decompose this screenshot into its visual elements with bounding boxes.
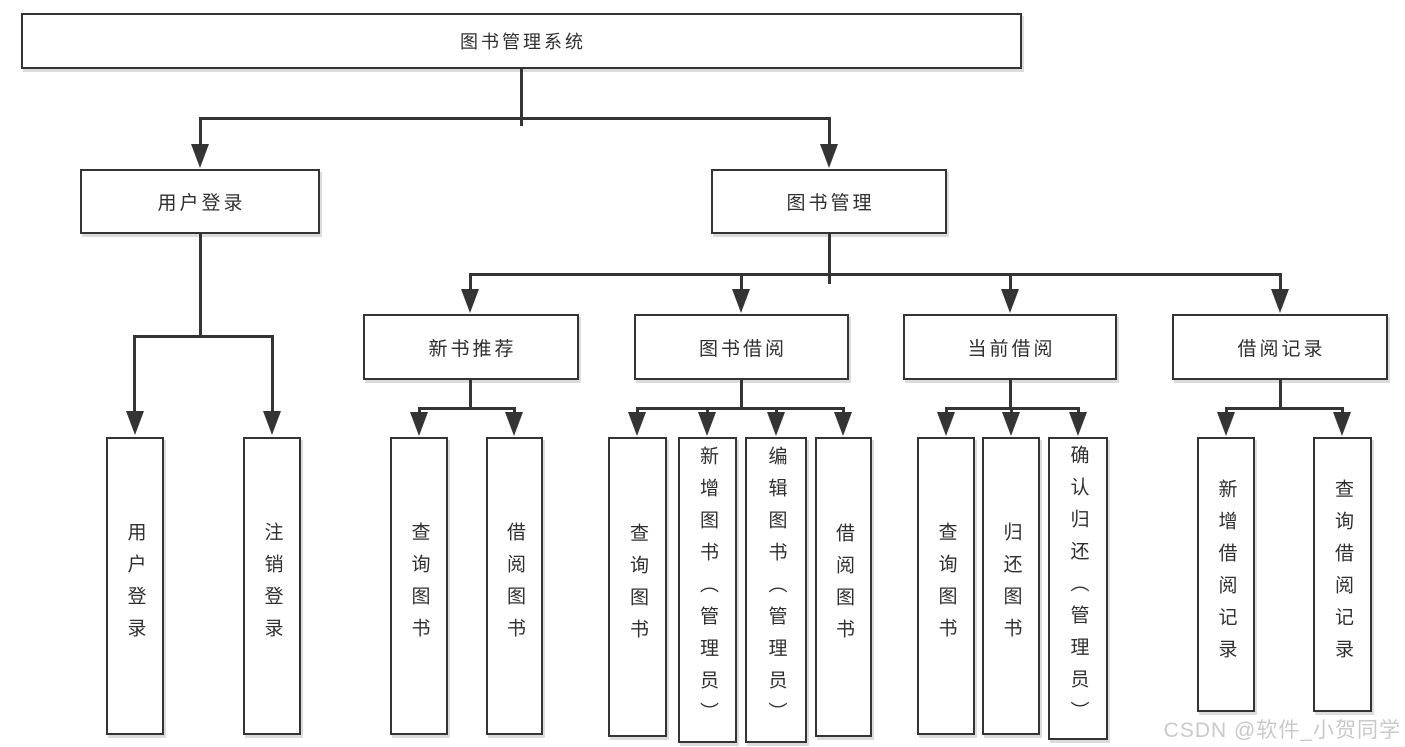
node-label: 用户登录: [157, 193, 246, 214]
arrow-down-icon: [263, 411, 281, 435]
connector-vline: [469, 380, 472, 409]
connector-vline: [271, 335, 274, 414]
node-current-borrow: 当前借阅: [903, 314, 1117, 380]
arrow-down-icon: [628, 412, 646, 436]
connector-vline: [706, 407, 709, 415]
arrow-down-icon: [1002, 412, 1020, 436]
connector-hline: [636, 407, 844, 410]
connector-vline: [1225, 407, 1228, 415]
leaf-edit-books-admin: 编辑图书（管理员）: [745, 437, 807, 743]
arrow-down-icon: [1333, 412, 1351, 436]
node-borrow-records: 借阅记录: [1172, 314, 1388, 380]
node-label: 查询借阅记录: [1332, 478, 1353, 671]
node-library-management-system: 图书管理系统: [21, 13, 1022, 69]
connector-vline: [740, 273, 743, 291]
node-label: 图书管理: [786, 193, 875, 214]
arrow-down-icon: [937, 412, 955, 436]
connector-vline: [1077, 407, 1080, 415]
node-label: 新书推荐: [428, 338, 517, 360]
connector-hline: [133, 335, 274, 338]
arrow-down-icon: [1069, 412, 1087, 436]
arrow-down-icon: [126, 411, 144, 435]
leaf-add-borrow-record: 新增借阅记录: [1197, 437, 1255, 712]
node-label: 图书管理系统: [460, 32, 586, 52]
node-label: 确认归还（管理员）: [1067, 444, 1089, 733]
connector-hline: [199, 117, 831, 120]
node-user-login: 用户登录: [80, 169, 320, 234]
connector-vline: [199, 234, 202, 338]
connector-vline: [1279, 273, 1282, 291]
connector-vline: [828, 234, 831, 284]
leaf-borrow-books-recommend: 借阅图书: [486, 437, 543, 735]
node-book-management: 图书管理: [711, 169, 947, 234]
arrow-down-icon: [191, 144, 209, 168]
connector-vline: [133, 335, 136, 414]
connector-vline: [1010, 407, 1013, 415]
arrow-down-icon: [834, 412, 852, 436]
arrow-down-icon: [1217, 412, 1235, 436]
leaf-query-books-current: 查询图书: [917, 437, 975, 735]
node-label: 新增图书（管理员）: [697, 446, 718, 734]
node-label: 查询图书: [935, 522, 957, 650]
connector-vline: [842, 407, 845, 415]
node-label: 借阅图书: [504, 522, 525, 650]
leaf-query-borrow-record: 查询借阅记录: [1313, 437, 1372, 712]
node-label: 归还图书: [1000, 522, 1022, 650]
node-label: 注销登录: [261, 522, 283, 650]
connector-vline: [199, 117, 202, 146]
connector-hline: [1225, 407, 1343, 410]
node-label: 查询图书: [627, 523, 648, 651]
arrow-down-icon: [732, 289, 750, 313]
connector-hline: [418, 407, 516, 410]
connector-vline: [1279, 380, 1282, 409]
node-label: 用户登录: [124, 522, 146, 650]
connector-vline: [636, 407, 639, 415]
leaf-add-books-admin: 新增图书（管理员）: [678, 437, 737, 743]
connector-vline: [520, 69, 523, 126]
node-label: 图书借阅: [698, 338, 787, 360]
leaf-confirm-return-admin: 确认归还（管理员）: [1048, 437, 1108, 740]
arrow-down-icon: [767, 412, 785, 436]
leaf-logout: 注销登录: [243, 437, 301, 735]
connector-vline: [1009, 380, 1012, 409]
leaf-return-books: 归还图书: [982, 437, 1040, 735]
connector-vline: [945, 407, 948, 415]
csdn-watermark: CSDN @软件_小贺同学: [1163, 719, 1401, 742]
arrow-down-icon: [1271, 289, 1289, 313]
node-label: 新增借阅记录: [1215, 478, 1237, 671]
leaf-query-books-recommend: 查询图书: [390, 437, 448, 735]
connector-vline: [513, 407, 516, 415]
connector-vline: [418, 407, 421, 415]
arrow-down-icon: [820, 144, 838, 168]
arrow-down-icon: [1001, 289, 1019, 313]
connector-vline: [828, 117, 831, 146]
node-label: 编辑图书（管理员）: [765, 446, 787, 734]
leaf-user-login: 用户登录: [106, 437, 164, 735]
connector-vline: [775, 407, 778, 415]
connector-vline: [740, 380, 743, 409]
connector-vline: [1341, 407, 1344, 415]
node-label: 借阅图书: [833, 523, 854, 651]
connector-vline: [469, 273, 472, 291]
node-label: 查询图书: [408, 522, 430, 650]
node-label: 借阅记录: [1237, 338, 1326, 360]
node-book-borrow: 图书借阅: [634, 314, 849, 380]
arrow-down-icon: [698, 412, 716, 436]
connector-vline: [1009, 273, 1012, 291]
node-new-book-recommend: 新书推荐: [363, 314, 579, 380]
arrow-down-icon: [410, 412, 428, 436]
connector-hline: [469, 273, 1281, 276]
arrow-down-icon: [505, 412, 523, 436]
arrow-down-icon: [461, 289, 479, 313]
leaf-borrow-books: 借阅图书: [815, 437, 872, 737]
leaf-query-books-borrow: 查询图书: [608, 437, 667, 737]
node-label: 当前借阅: [967, 338, 1056, 360]
